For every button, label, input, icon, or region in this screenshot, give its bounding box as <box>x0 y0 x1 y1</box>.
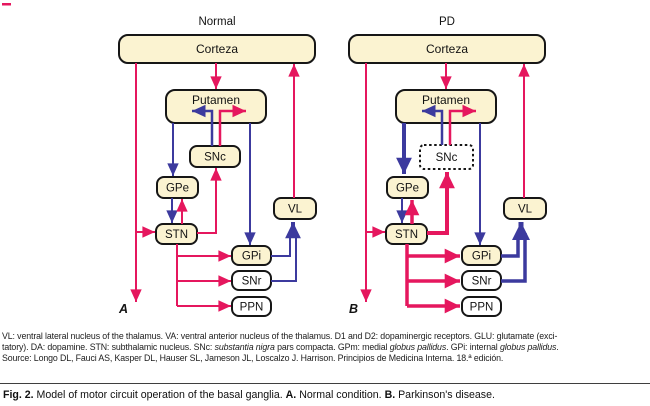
node-label-gpe: GPe <box>396 183 419 195</box>
edge-putamen-to-gpi-arrowhead <box>244 232 256 245</box>
node-label-snc: SNc <box>204 152 226 164</box>
node-label-snc: SNc <box>436 152 458 164</box>
edge-cortex-to-stn-arrowhead <box>142 226 155 238</box>
node-gpe <box>156 176 199 199</box>
node-label-gpi: GPi <box>242 251 261 263</box>
edge-cortex-to-stn-arrowhead <box>372 226 385 238</box>
text-run: B. <box>384 389 396 401</box>
node-label-stn: STN <box>395 229 418 241</box>
node-label-gpe: GPe <box>166 183 189 195</box>
node-label-snr: SNr <box>472 276 492 288</box>
edge-snc-to-putamen-d2-arrowhead <box>422 104 436 118</box>
panel-letter-A: A <box>118 302 128 316</box>
edge-vl-to-cortex-arrowhead <box>288 64 300 77</box>
node-snc <box>419 144 474 170</box>
edge-stn-to-snr-arrowhead <box>444 273 460 289</box>
edge-putamen-to-gpe-arrowhead <box>396 157 412 174</box>
edge-gpi-to-vl <box>271 232 291 257</box>
text-run: VL: ventral lateral nucleus of the thala… <box>2 331 558 341</box>
text-run: Normal condition. <box>296 389 385 401</box>
node-label-corteza: Corteza <box>196 42 238 56</box>
edge-stn-to-gpi-arrowhead <box>444 248 460 264</box>
text-run: globus pallidus <box>499 342 557 352</box>
edge-cortex-to-putamen-arrowhead <box>210 76 222 89</box>
node-ppn <box>231 296 272 317</box>
footnote-line-3: Source: Longo DL, Fauci AS, Kasper DL, H… <box>2 353 648 364</box>
text-run: Fig. 2. <box>3 389 34 401</box>
edge-snr-to-vl <box>501 233 527 283</box>
node-label-ppn: PPN <box>240 302 264 314</box>
edge-stn-to-snc <box>197 168 217 234</box>
edge-snc-to-putamen-d2-arrowhead <box>192 104 206 118</box>
edge-snr-to-vl <box>271 232 297 282</box>
caption-divider <box>0 383 650 384</box>
footnote-line-1: VL: ventral lateral nucleus of the thala… <box>2 331 648 342</box>
edge-stn-to-snc-arrowhead <box>439 172 455 189</box>
text-run: globus pallidus <box>389 342 447 352</box>
node-ppn <box>461 296 502 317</box>
node-label-stn: STN <box>165 229 188 241</box>
node-gpe <box>386 176 429 199</box>
edge-cortex-descending-output-arrowhead <box>360 289 372 302</box>
node-putamen <box>395 89 497 124</box>
edge-putamen-to-gpi-arrowhead <box>474 232 486 245</box>
figure-footnote: VL: ventral lateral nucleus of the thala… <box>2 331 648 364</box>
node-label-snr: SNr <box>242 276 262 288</box>
node-snc <box>189 145 241 168</box>
edge-snc-to-putamen-d1-arrowhead <box>462 104 476 118</box>
panel-title-A: Normal <box>198 16 235 28</box>
edge-stn-to-snr-arrowhead <box>218 275 231 287</box>
text-run: Parkinson's disease. <box>395 389 495 401</box>
text-run: A. <box>285 389 297 401</box>
panel-title-B: PD <box>439 16 455 28</box>
node-label-vl: VL <box>518 204 533 216</box>
edge-stn-to-gpe-arrowhead <box>404 200 420 216</box>
text-run: tatory). DA: dopamine. STN: subthalamic … <box>2 342 215 352</box>
footnote-line-2: tatory). DA: dopamine. STN: subthalamic … <box>2 342 648 353</box>
edge-stn-to-ppn-arrowhead <box>218 300 231 312</box>
node-label-gpi: GPi <box>472 251 491 263</box>
edge-gpi-to-vl <box>501 233 520 258</box>
node-label-putamen: Putamen <box>192 93 240 107</box>
panel-letter-B: B <box>349 302 358 316</box>
edge-gpe-to-stn-arrowhead <box>166 210 178 223</box>
text-run: Source: Longo DL, Fauci AS, Kasper DL, H… <box>2 353 504 363</box>
node-label-corteza: Corteza <box>426 42 468 56</box>
edge-stn-to-gpi-arrowhead <box>218 250 231 262</box>
edge-gpe-to-stn-arrowhead <box>396 210 408 223</box>
edge-cortex-descending-output-arrowhead <box>130 289 142 302</box>
text-run: substantia nigra <box>214 342 275 352</box>
edge-putamen-to-gpe-arrowhead <box>167 163 179 176</box>
edge-vl-afferent-arrow-arrowhead <box>512 222 530 240</box>
figure-caption: Fig. 2. Model of motor circuit operation… <box>3 389 647 402</box>
edge-stn-to-gpe-arrowhead <box>176 199 188 212</box>
node-label-vl: VL <box>288 204 303 216</box>
edge-stn-to-snc <box>427 172 449 235</box>
edge-vl-afferent-arrow-arrowhead <box>285 222 301 239</box>
text-run: . <box>556 342 559 352</box>
edge-stn-to-snc-arrowhead <box>210 168 222 181</box>
edge-snc-to-putamen-d1-arrowhead <box>232 104 246 118</box>
red-tick-mark <box>2 3 11 6</box>
edge-vl-to-cortex-arrowhead <box>518 64 530 77</box>
node-label-putamen: Putamen <box>422 93 470 107</box>
edge-cortex-to-putamen-arrowhead <box>440 76 452 89</box>
text-run: . GPi: internal <box>446 342 500 352</box>
text-run: pars compacta. GPm: medial <box>274 342 390 352</box>
node-label-ppn: PPN <box>470 302 494 314</box>
text-run: Model of motor circuit operation of the … <box>33 389 286 401</box>
edge-stn-to-ppn-arrowhead <box>444 298 460 314</box>
node-putamen <box>165 89 267 124</box>
